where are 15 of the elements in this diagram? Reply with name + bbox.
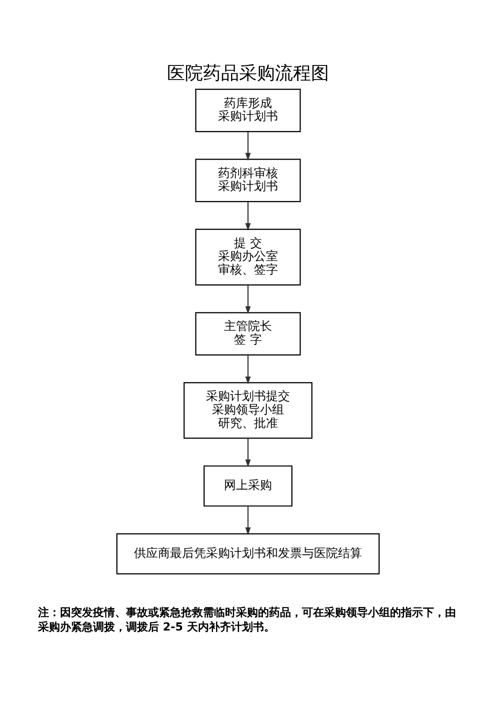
arrow (245, 438, 251, 468)
arrow (245, 132, 251, 161)
node-box: 药剂科审核 采购计划书 (195, 158, 301, 202)
node-box: 主管院长 签 字 (195, 312, 301, 356)
node-box: 供应商最后凭采购计划书和发票与医院结算 (116, 533, 380, 574)
node-box: 药库形成 采购计划书 (195, 88, 301, 132)
node-box: 网上采购 (204, 465, 292, 507)
diagram-title: 医院药品采购流程图 (167, 64, 329, 84)
label: 注：因突发疫情、事故或紧急抢救需临时采购的药品，可在采购领导小组的指示下，由采购办紧急调拨，调拨后 2-5 天内补齐计划书。 (38, 606, 456, 634)
arrow (245, 355, 251, 384)
node-box: 采购计划书提交 采购领导小组 研究、批准 (184, 382, 312, 439)
arrow (245, 285, 251, 314)
arrow (245, 202, 251, 231)
node-box: 提 交 采购办公室 审核、签字 (195, 228, 301, 286)
arrow (245, 506, 251, 536)
